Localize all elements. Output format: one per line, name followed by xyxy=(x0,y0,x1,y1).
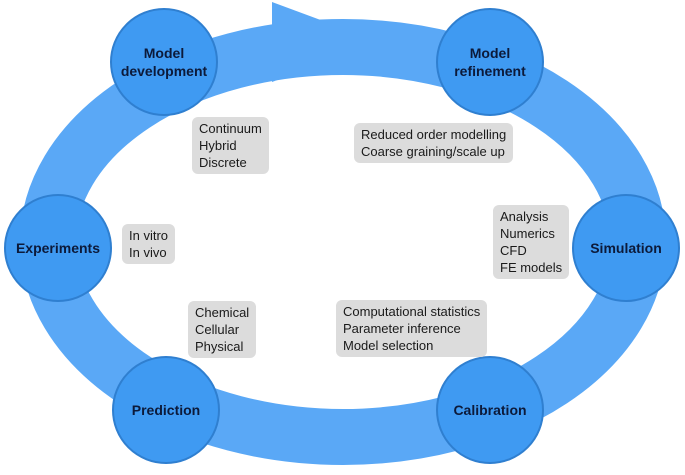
box-line: Cellular xyxy=(195,322,240,337)
box-line: Analysis xyxy=(500,209,549,224)
box-line: Computational statistics xyxy=(343,304,481,319)
cycle-arrowhead xyxy=(272,2,380,82)
box-line: Hybrid xyxy=(199,138,237,153)
node-experiments-label: Experiments xyxy=(15,240,101,256)
node-model-refinement-label: Model refinement xyxy=(454,45,526,79)
box-experiment-types: In vitro In vivo xyxy=(122,224,176,264)
box-line: Continuum xyxy=(199,121,262,136)
box-line: In vivo xyxy=(129,245,167,260)
box-line: FE models xyxy=(500,260,563,275)
box-line: Numerics xyxy=(500,226,555,241)
box-line: Model selection xyxy=(343,338,434,353)
node-prediction-label: Prediction xyxy=(131,402,201,418)
box-calibration-methods: Computational statistics Parameter infer… xyxy=(336,300,488,357)
node-simulation-label: Simulation xyxy=(590,240,662,256)
box-line: Parameter inference xyxy=(343,321,461,336)
box-line: CFD xyxy=(500,243,527,258)
node-model-development: Model development xyxy=(110,8,218,116)
node-simulation: Simulation xyxy=(572,194,680,302)
box-line: Coarse graining/scale up xyxy=(361,144,505,159)
box-line: Chemical xyxy=(195,305,250,320)
node-calibration: Calibration xyxy=(436,356,544,464)
node-model-refinement: Model refinement xyxy=(436,8,544,116)
box-refinement-methods: Reduced order modelling Coarse graining/… xyxy=(354,123,514,163)
box-prediction-types: Chemical Cellular Physical xyxy=(188,301,257,358)
box-simulation-methods: Analysis Numerics CFD FE models xyxy=(493,205,570,279)
box-line: Physical xyxy=(195,339,244,354)
box-line: In vitro xyxy=(129,228,169,243)
box-line: Reduced order modelling xyxy=(361,127,507,142)
box-development-types: Continuum Hybrid Discrete xyxy=(192,117,269,174)
box-line: Discrete xyxy=(199,155,247,170)
node-experiments: Experiments xyxy=(4,194,112,302)
node-calibration-label: Calibration xyxy=(453,402,527,418)
node-model-development-label: Model development xyxy=(120,45,208,79)
node-prediction: Prediction xyxy=(112,356,220,464)
